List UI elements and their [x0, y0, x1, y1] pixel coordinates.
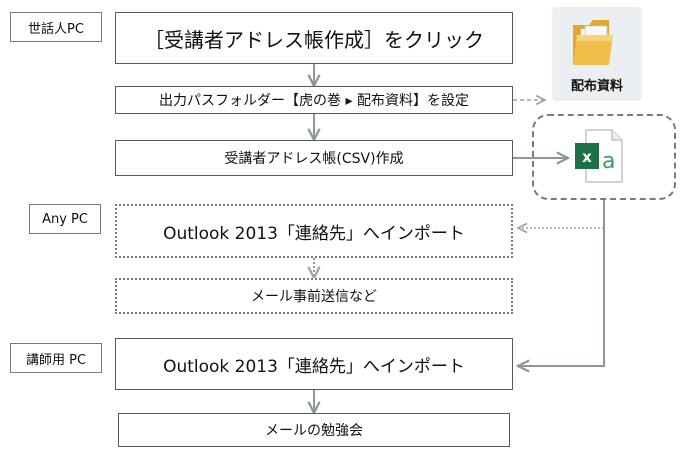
csv-letter: a — [602, 149, 616, 174]
step-import-any-pc: Outlook 2013「連絡先」へインポート — [115, 204, 513, 258]
step-mail-study-meeting: メールの勉強会 — [118, 413, 510, 447]
distribution-folder: 配布資料 — [553, 7, 641, 99]
folder-icon — [573, 20, 613, 65]
tag-any-pc: Any PC — [29, 204, 101, 234]
arrow-csv-to-instructor-import — [518, 200, 605, 366]
tag-caretaker-pc: 世話人PC — [10, 12, 102, 42]
step-import-instructor-pc: Outlook 2013「連絡先」へインポート — [115, 338, 513, 390]
tag-instructor-pc: 講師用 PC — [10, 343, 102, 373]
csv-file: x a — [572, 127, 626, 185]
csv-file-group — [532, 114, 676, 200]
step-set-output-folder: 出力パスフォルダー【虎の巻 ▸ 配布資料】を設定 — [115, 86, 513, 114]
excel-badge: x — [582, 148, 592, 166]
step-click-create-address-book: ［受講者アドレス帳作成］をクリック — [115, 12, 513, 64]
folder-label: 配布資料 — [570, 79, 623, 94]
excel-csv-file-icon — [575, 129, 623, 183]
step-create-csv: 受講者アドレス帳(CSV)作成 — [115, 140, 513, 176]
arrow-csv-to-any-import — [518, 200, 605, 228]
step-pre-send-mail: メール事前送信など — [115, 278, 513, 314]
